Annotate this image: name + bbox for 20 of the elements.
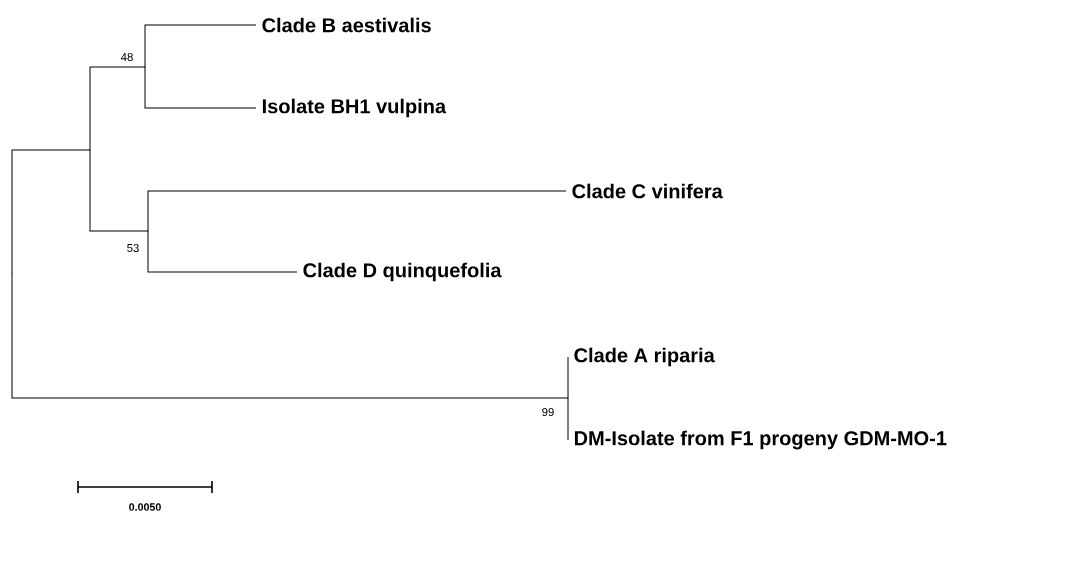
tree-branch bbox=[144, 24, 257, 68]
leaf-label: Isolate BH1 vulpina bbox=[262, 98, 447, 118]
leaf-label: Clade B aestivalis bbox=[262, 17, 431, 33]
tree-branch bbox=[11, 273, 569, 399]
tree-branch bbox=[567, 397, 569, 441]
tree-branch bbox=[567, 356, 569, 399]
leaf-label: Clade D quinquefolia bbox=[303, 262, 502, 282]
tree-branch bbox=[11, 149, 91, 275]
tree-branch bbox=[144, 66, 257, 109]
bootstrap-value: 99 bbox=[542, 408, 554, 416]
bootstrap-value: 48 bbox=[120, 53, 133, 61]
tree-branch bbox=[89, 66, 146, 151]
leaf-label: Clade A riparia bbox=[574, 347, 715, 367]
tree-branch bbox=[89, 149, 149, 232]
tree-branch bbox=[147, 190, 567, 232]
scale-label: 0.0050 bbox=[129, 503, 161, 511]
leaf-label: DM-Isolate from F1 progeny GDM-MO-1 bbox=[574, 430, 947, 450]
tree-branch bbox=[147, 230, 298, 273]
bootstrap-value: 53 bbox=[127, 244, 139, 252]
leaf-label: Clade C vinifera bbox=[572, 183, 723, 199]
